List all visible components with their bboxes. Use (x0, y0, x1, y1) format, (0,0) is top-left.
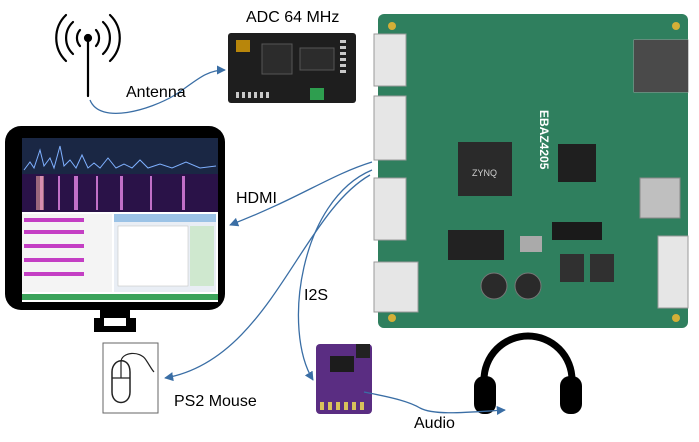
connection-arrows (89, 65, 506, 416)
antenna-icon (55, 13, 121, 98)
antenna-arrow (89, 65, 226, 114)
antenna-label: Antenna (126, 84, 186, 101)
audio-label: Audio (414, 415, 455, 432)
ps2-mouse-label: PS2 Mouse (174, 393, 257, 410)
dac-board (316, 344, 372, 414)
audio-arrow (363, 391, 506, 416)
adc-label: ADC 64 MHz (246, 9, 340, 26)
i2s-arrow (297, 169, 373, 381)
adc-board (228, 33, 356, 103)
hdmi-label: HDMI (236, 190, 277, 207)
i2s-label: I2S (304, 287, 329, 304)
headphones-icon (474, 332, 582, 414)
chip-marking: ZYNQ (472, 168, 497, 178)
board-name-silkscreen: EBAZ4205 (537, 110, 551, 170)
hdmi-arrow (229, 161, 373, 227)
main-board: EBAZ4205 ZYNQ (373, 14, 689, 328)
mouse-arrow (164, 174, 371, 382)
monitor-icon (5, 126, 225, 332)
mouse-icon (102, 342, 159, 414)
